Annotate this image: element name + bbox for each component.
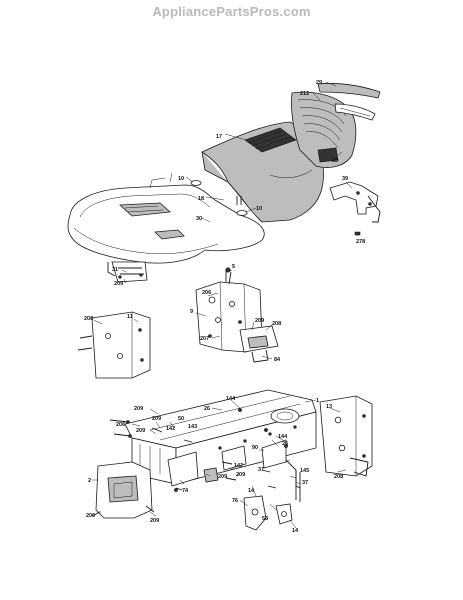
fender-pan (67, 172, 265, 277)
callout-label: 29 (316, 80, 322, 86)
callout-label: 50 (178, 416, 184, 422)
callout-label: 212 (300, 91, 309, 97)
callout-label: 74 (182, 488, 189, 494)
callout-label: 278 (356, 239, 365, 245)
callout-label: 84 (274, 357, 281, 363)
callout-label: 39 (342, 176, 348, 182)
seat-bracket (111, 261, 148, 283)
main-frame (124, 389, 317, 485)
hood (201, 121, 324, 223)
callout-label: 206 (116, 422, 125, 428)
callout-leaders (92, 81, 359, 529)
site-watermark: AppliancePartsPros.com (152, 4, 311, 19)
callout-label: 209 (255, 318, 264, 324)
callout-label: 2 (88, 478, 91, 484)
callout-label: 209 (152, 416, 161, 422)
callout-label: 26 (282, 441, 288, 447)
callout-label: 31 (112, 267, 118, 273)
callout-label: 9 (190, 309, 193, 315)
callout-label: 76 (232, 498, 238, 504)
side-panel-left (77, 311, 151, 379)
callout-label: 208 (334, 474, 343, 480)
callout-label: 142 (166, 426, 175, 432)
callout-label: 207 (200, 336, 209, 342)
headlight-lens (317, 83, 381, 121)
callout-label: 14 (292, 528, 299, 534)
callout-label: 14 (248, 488, 255, 494)
callout-label: 209 (114, 281, 123, 287)
callout-label: 209 (236, 472, 245, 478)
dash-mount-bracket (239, 325, 279, 363)
callout-label: 145 (300, 468, 309, 474)
callout-label: 209 (218, 474, 227, 480)
callout-label: 30 (196, 216, 202, 222)
front-bumper (91, 461, 155, 519)
callout-label: 1 (316, 398, 319, 404)
callout-label: 37 (258, 467, 264, 473)
callout-label: 10 (178, 176, 184, 182)
callout-label: 26 (204, 406, 210, 412)
callout-label: 18 (198, 196, 204, 202)
callout-label: 144 (226, 396, 236, 402)
side-panel-right (319, 395, 373, 477)
callout-label: 206 (86, 513, 95, 519)
callout-label: 208 (272, 321, 281, 327)
frame-brackets (167, 439, 301, 489)
callout-label: 206 (202, 290, 211, 296)
callout-label: 142 (234, 463, 243, 469)
callout-label: 208 (84, 316, 93, 322)
callout-label: 209 (150, 518, 159, 524)
callout-label: 5 (232, 264, 235, 270)
callout-label: 13 (326, 404, 332, 410)
callout-label: 11 (127, 314, 133, 320)
callout-label: 10 (256, 206, 262, 212)
callout-label: 144 (278, 434, 288, 440)
hardware-bolts (109, 408, 288, 492)
callout-label: 17 (216, 134, 222, 140)
callout-label: 209 (134, 406, 143, 412)
callout-labels: 29 212 28 17 10 18 10 30 39 278 31 209 5… (84, 80, 365, 534)
callout-label: 28 (332, 158, 338, 164)
callout-label: 90 (252, 445, 258, 451)
callout-label: 209 (136, 428, 145, 434)
fender-hardware (190, 180, 361, 236)
callout-label: 143 (188, 424, 197, 430)
hood-bracket (329, 181, 381, 223)
axle-brackets (243, 470, 301, 531)
callout-label: 58 (262, 516, 268, 522)
callout-label: 37 (302, 480, 308, 486)
